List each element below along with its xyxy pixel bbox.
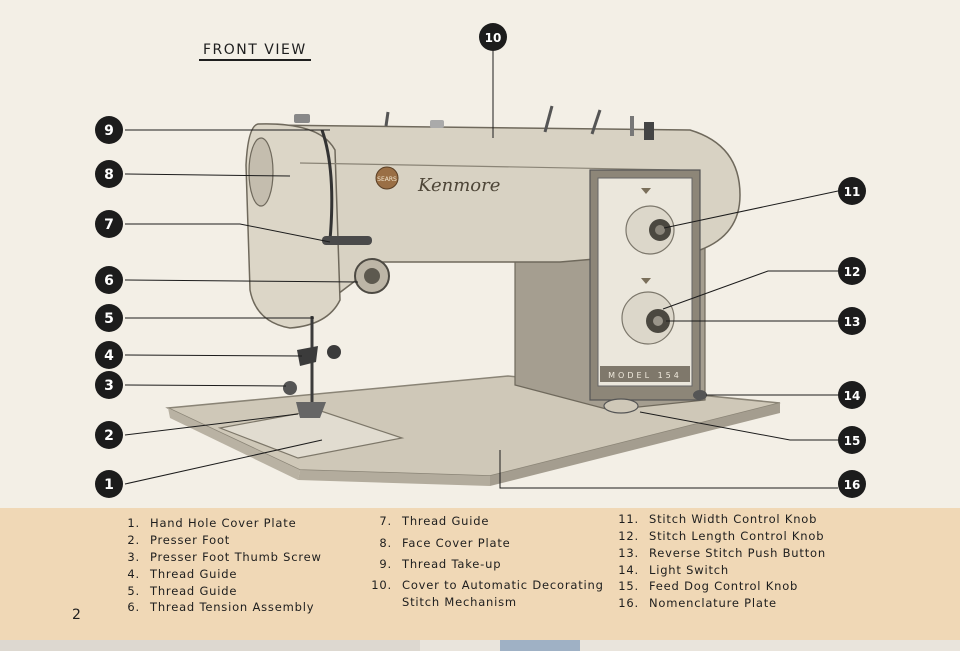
light-switch [693,390,707,400]
callout-1: 1 [95,470,123,498]
legend-item: 15.Feed Dog Control Knob [618,579,799,593]
legend-item: 7.Thread Guide [379,514,490,528]
legend-item: 16.Nomenclature Plate [618,596,777,610]
legend-item: 8.Face Cover Plate [379,536,511,550]
legend-item: 14.Light Switch [618,563,729,577]
callout-markers: 1 2 3 4 5 6 7 8 9 10 11 12 13 14 15 16 [95,23,866,498]
legend-item: 12.Stitch Length Control Knob [618,529,825,543]
callout-9: 9 [95,116,123,144]
callout-10: 10 [479,23,507,51]
svg-text:2: 2 [104,428,114,444]
callout-7: 7 [95,210,123,238]
callout-14: 14 [838,381,866,409]
kenmore-script: Kenmore [417,175,500,196]
presser-foot [296,402,326,418]
legend-item: 2.Presser Foot [127,533,231,547]
legend-item: 1.Hand Hole Cover Plate [127,516,297,530]
legend-band [0,508,960,651]
callout-13: 13 [838,307,866,335]
callout-2: 2 [95,421,123,449]
leader-lines [124,51,839,489]
model-plate-text: MODEL 154 [608,371,682,380]
svg-text:3: 3 [104,378,114,394]
svg-text:9: 9 [104,123,114,139]
svg-text:13: 13 [844,315,861,329]
svg-text:10: 10 [485,31,502,45]
legend-item: 3.Presser Foot Thumb Screw [127,550,322,564]
callout-6: 6 [95,266,123,294]
face-plate-window [248,137,274,207]
svg-text:15: 15 [844,434,861,448]
callout-15: 15 [838,426,866,454]
legend-item: 13.Reverse Stitch Push Button [618,546,826,560]
page-number: 2 [72,607,81,623]
callout-5: 5 [95,304,123,332]
svg-text:6: 6 [104,273,114,289]
feed-dog-knob [603,398,639,414]
legend-item: 11.Stitch Width Control Knob [618,512,818,526]
callout-12: 12 [838,257,866,285]
sears-badge-text: SEARS [377,176,397,183]
legend-item: 9.Thread Take-up [379,557,502,571]
svg-text:8: 8 [104,167,114,183]
callout-4: 4 [95,341,123,369]
callout-11: 11 [838,177,866,205]
title-underline [199,59,311,61]
svg-text:7: 7 [104,217,114,233]
sears-badge [375,166,399,190]
legend-item-continued: Stitch Mechanism [402,595,517,609]
legend-item: 5.Thread Guide [127,584,238,598]
sewing-machine-diagram: SEARS Kenmore MODEL 154 [95,23,866,498]
svg-text:4: 4 [104,348,114,364]
svg-text:14: 14 [844,389,861,403]
bottom-edge-strip [0,640,960,651]
svg-text:16: 16 [844,478,861,492]
svg-text:5: 5 [104,311,114,327]
callout-16: 16 [838,470,866,498]
callout-8: 8 [95,160,123,188]
svg-text:1: 1 [104,477,114,493]
svg-text:11: 11 [844,185,861,199]
legend-item: 6.Thread Tension Assembly [127,600,315,614]
svg-text:12: 12 [844,265,861,279]
view-title: FRONT VIEW [203,42,307,58]
callout-3: 3 [95,371,123,399]
legend-item: 4.Thread Guide [127,567,238,581]
thread-guide-lever [322,236,372,245]
legend-item: 10.Cover to Automatic Decorating [371,578,604,592]
